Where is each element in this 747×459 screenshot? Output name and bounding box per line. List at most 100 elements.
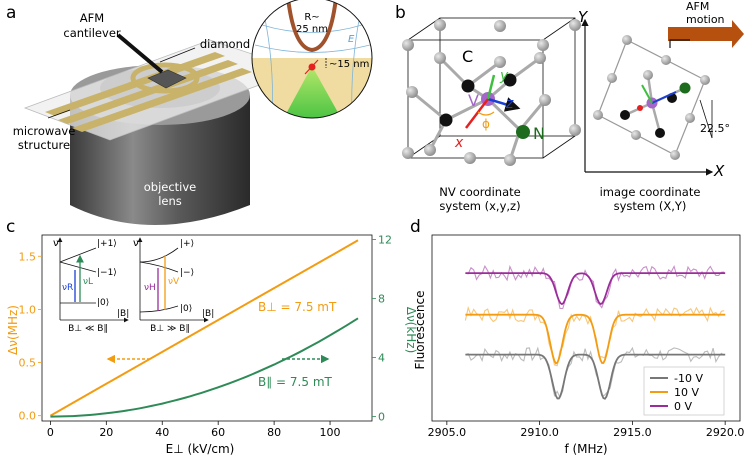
label-axis-Y: Y (578, 8, 589, 26)
inset-radius-1: R~ (304, 12, 319, 23)
energy-inset-2: ν |+⟩ |−⟩ |0⟩ |B| νH νV B⊥ ≫ B∥ (133, 237, 214, 334)
d-fit-0V (465, 272, 726, 306)
d-xlabel: f (MHz) (564, 442, 607, 456)
energy-inset-1: ν |+1⟩ |−1⟩ |0⟩ |B| νR νL B⊥ ≪ B∥ (53, 237, 129, 334)
c-ytick-left-label: 1.0 (19, 303, 37, 316)
line-b-par (50, 317, 359, 418)
atom-carbon (461, 79, 475, 93)
microwave-pointer (47, 109, 71, 119)
legend-pos10: 10 V (674, 386, 699, 399)
panel-c-letter: c (6, 217, 15, 237)
afm-cantilever (116, 33, 164, 74)
label-axis-x: x (454, 135, 464, 151)
d-xtick-label: 2910.0 (520, 426, 559, 439)
inset1-b: |B| (117, 309, 129, 319)
c-xtick-label: 20 (99, 426, 113, 439)
legend-zero: 0 V (674, 400, 692, 413)
caption-nv-line1: NV coordinate (439, 185, 520, 199)
diamond-pointer (159, 47, 196, 63)
label-axis-y: y (499, 68, 509, 84)
c-ytick-right-label: 0 (378, 411, 385, 424)
label-objective: objective (144, 180, 197, 194)
c-ytick-right-label: 12 (378, 233, 392, 246)
c-ylabel-right: Δν(kHz) (404, 307, 418, 354)
inset1-cond: B⊥ ≪ B∥ (68, 324, 108, 334)
d-fit-10V (465, 313, 726, 365)
d-xtick-label: 2920.0 (706, 426, 745, 439)
caption-img-line1: image coordinate (600, 185, 701, 199)
image-y-arrow (641, 84, 653, 104)
c-xtick-label: 80 (267, 426, 281, 439)
inset2-vv: νV (168, 277, 180, 287)
afm-tip (286, 0, 338, 53)
c-ytick-right-label: 4 (378, 352, 385, 365)
inset1-minus1: |−1⟩ (97, 268, 117, 278)
atom-carbon-3 (439, 113, 453, 127)
caption-img-line2: system (X,Y) (614, 199, 687, 213)
d-legend: -10 V 10 V 0 V (643, 366, 725, 416)
c-ytick-left-label: 1.5 (19, 250, 37, 263)
angle-label: 22.5° (700, 122, 730, 135)
plot-d-ticks: 2905.0 2910.0 2915.0 2920.0 (428, 421, 745, 439)
c-xtick-label: 40 (155, 426, 169, 439)
inset2-vh: νH (144, 283, 156, 293)
label-n: N (533, 124, 545, 143)
label-phi: ϕ (482, 117, 490, 131)
panel-a-letter: a (6, 3, 16, 23)
d-xtick-label: 2915.0 (613, 426, 652, 439)
c-ytick-left-label: 0.5 (19, 357, 37, 370)
image-z-arrow (651, 91, 677, 104)
legend-neg10: -10 V (674, 372, 703, 385)
panel-b: b (395, 0, 744, 213)
inset2-zero: |0⟩ (180, 304, 192, 314)
label-axis-z: z (505, 96, 514, 112)
axis-x-arrow (465, 98, 489, 129)
axis-y-arrow (486, 74, 496, 100)
inset-depth: ~15 nm (329, 59, 369, 70)
afm-motion-label-2: motion (686, 13, 725, 26)
panel-d-letter: d (410, 217, 421, 237)
c-xtick-label: 60 (211, 426, 225, 439)
inset2-cond: B⊥ ≫ B∥ (150, 324, 190, 334)
label-afm: AFM (80, 11, 104, 25)
inset2-plus: |+⟩ (180, 239, 194, 249)
panel-b-letter: b (395, 3, 406, 23)
image-atoms (593, 35, 710, 160)
inset2-minus: |−⟩ (180, 268, 194, 278)
microwave-strip-3 (72, 68, 252, 132)
d-fit--10V (465, 353, 726, 400)
label-lens: lens (158, 194, 182, 208)
plot-d-lines (464, 264, 726, 400)
atoms-gray (402, 19, 581, 166)
label-v: V (468, 91, 479, 110)
ann-b-par: B∥ = 7.5 mT (258, 375, 333, 389)
inset1-plus1: |+1⟩ (97, 239, 117, 249)
inset2-b: |B| (202, 309, 214, 319)
atom-carbon-2 (503, 73, 517, 87)
d-xtick-label: 2905.0 (428, 426, 467, 439)
tip-inset: R~ 25 nm E ~15 nm (251, 0, 373, 119)
plot-c-frame (41, 234, 373, 422)
c-xlabel: E⊥ (kV/cm) (166, 442, 235, 456)
afm-motion-arrow (668, 20, 744, 48)
axis-z-arrow (487, 97, 521, 112)
c-xtick-label: 0 (47, 426, 54, 439)
phi-arc (477, 111, 495, 116)
inset-field: E (348, 34, 355, 45)
d-ylabel: Fluorescence (413, 290, 427, 369)
inset2-nu: ν (133, 238, 139, 249)
atom-nitrogen (516, 125, 530, 139)
label-cantilever: cantilever (63, 26, 121, 40)
line-b-perp (49, 239, 359, 417)
panel-a: a AFM cantilever diamond microwave struc… (6, 0, 373, 225)
inset1-vr: νR (62, 283, 73, 293)
label-microwave: microwave (13, 124, 76, 138)
plot-d-frame (431, 234, 741, 422)
ann-b-perp: B⊥ = 7.5 mT (258, 300, 337, 314)
label-c: C (462, 47, 473, 66)
microwave-ring (130, 62, 200, 94)
c-ylabel-left: Δν(MHz) (6, 305, 20, 355)
